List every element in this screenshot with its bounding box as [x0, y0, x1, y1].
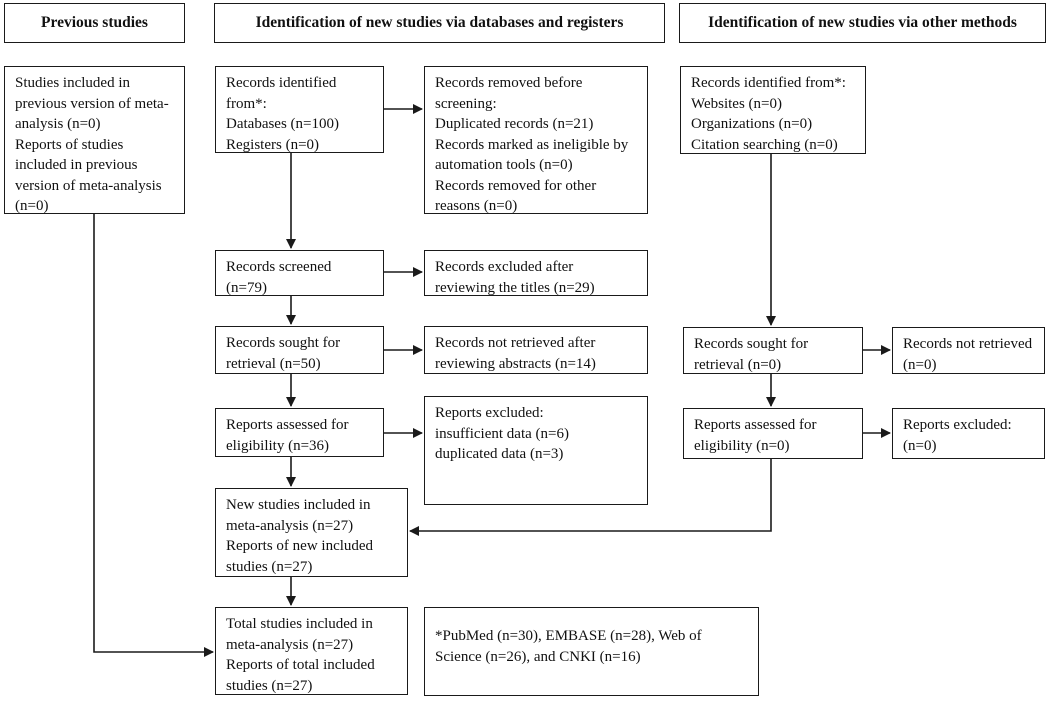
box-other-reports-excluded: Reports excluded: (n=0)	[892, 408, 1045, 459]
box-records-excluded-titles: Records excluded after reviewing the tit…	[424, 250, 648, 296]
box-new-studies-included: New studies included in meta-analysis (n…	[215, 488, 408, 577]
box-reports-excluded: Reports excluded: insufficient data (n=6…	[424, 396, 648, 505]
header-other-methods: Identification of new studies via other …	[679, 3, 1046, 43]
box-records-sought-retrieval: Records sought for retrieval (n=50)	[215, 326, 384, 374]
box-reports-assessed-eligibility: Reports assessed for eligibility (n=36)	[215, 408, 384, 457]
box-records-removed-before-screening: Records removed before screening: Duplic…	[424, 66, 648, 214]
box-records-identified-databases: Records identified from*: Databases (n=1…	[215, 66, 384, 153]
box-database-footnote: *PubMed (n=30), EMBASE (n=28), Web of Sc…	[424, 607, 759, 696]
box-records-identified-other: Records identified from*: Websites (n=0)…	[680, 66, 866, 154]
box-other-records-sought: Records sought for retrieval (n=0)	[683, 327, 863, 374]
header-previous-studies: Previous studies	[4, 3, 185, 43]
arrow-previous-to-total	[93, 214, 214, 657]
box-other-records-not-retrieved: Records not retrieved (n=0)	[892, 327, 1045, 374]
box-previous-included: Studies included in previous version of …	[4, 66, 185, 214]
box-records-not-retrieved-abstracts: Records not retrieved after reviewing ab…	[424, 326, 648, 374]
box-records-screened: Records screened (n=79)	[215, 250, 384, 296]
box-other-reports-assessed: Reports assessed for eligibility (n=0)	[683, 408, 863, 459]
header-databases-registers: Identification of new studies via databa…	[214, 3, 665, 43]
box-total-studies-included: Total studies included in meta-analysis …	[215, 607, 408, 695]
